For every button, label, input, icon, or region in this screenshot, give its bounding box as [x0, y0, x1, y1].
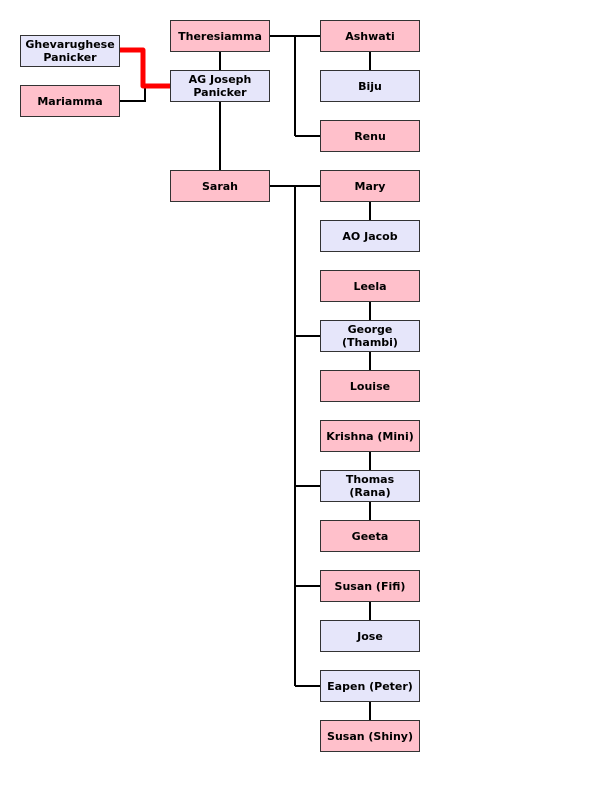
person-geeta[interactable]: Geeta	[320, 520, 420, 552]
person-renu[interactable]: Renu	[320, 120, 420, 152]
person-biju[interactable]: Biju	[320, 70, 420, 102]
person-sarah[interactable]: Sarah	[170, 170, 270, 202]
person-theresiamma[interactable]: Theresiamma	[170, 20, 270, 52]
person-ag-joseph-panicker[interactable]: AG Joseph Panicker	[170, 70, 270, 102]
person-jose[interactable]: Jose	[320, 620, 420, 652]
person-susan-fifi[interactable]: Susan (Fifi)	[320, 570, 420, 602]
person-mariamma[interactable]: Mariamma	[20, 85, 120, 117]
person-krishna-mini[interactable]: Krishna (Mini)	[320, 420, 420, 452]
person-ashwati[interactable]: Ashwati	[320, 20, 420, 52]
person-ghevarughese-panicker[interactable]: Ghevarughese Panicker	[20, 35, 120, 67]
person-leela[interactable]: Leela	[320, 270, 420, 302]
person-eapen-peter[interactable]: Eapen (Peter)	[320, 670, 420, 702]
person-george-thambi[interactable]: George (Thambi)	[320, 320, 420, 352]
person-ao-jacob[interactable]: AO Jacob	[320, 220, 420, 252]
connector-ghevarughese-ag-joseph-highlight	[119, 47, 172, 89]
person-mary[interactable]: Mary	[320, 170, 420, 202]
person-louise[interactable]: Louise	[320, 370, 420, 402]
person-thomas-rana[interactable]: Thomas (Rana)	[320, 470, 420, 502]
person-susan-shiny[interactable]: Susan (Shiny)	[320, 720, 420, 752]
